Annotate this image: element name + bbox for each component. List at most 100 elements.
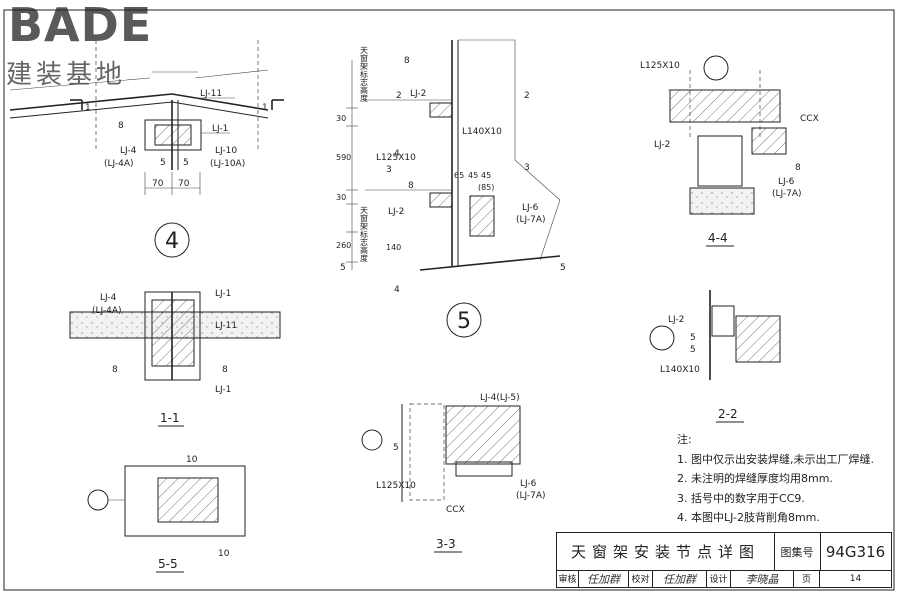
note-4: 4. 本图中LJ-2肢背削角8mm. bbox=[677, 511, 820, 524]
section-mark-4-bottom: 4 bbox=[394, 285, 400, 295]
weld-size-8-c: 8 bbox=[222, 365, 228, 375]
label-lj2-44: LJ-2 bbox=[654, 140, 670, 150]
label-lj2-lower: LJ-2 bbox=[388, 207, 404, 217]
section-title-3-3: 3-3 bbox=[436, 537, 456, 551]
label-l125-33: L125X10 bbox=[376, 481, 416, 491]
elevation-note-top: 天窗架标志高度 bbox=[360, 46, 369, 103]
check-label: 校对 bbox=[629, 570, 653, 587]
page-number: 14 bbox=[849, 573, 862, 584]
note-2: 2. 未注明的焊缝厚度均用8mm. bbox=[677, 472, 833, 485]
label-lj7a-44: (LJ-7A) bbox=[772, 189, 802, 199]
design-label: 设计 bbox=[707, 570, 731, 587]
section-3-3: 5 LJ-4(LJ-5) L125X10 LJ-6 (LJ-7A) CCX 3-… bbox=[361, 393, 546, 553]
dim-30-upper: 30 bbox=[336, 114, 346, 123]
label-lj4-lj5: LJ-4(LJ-5) bbox=[480, 393, 520, 403]
note-1: 1. 图中仅示出安装焊缝,未示出工厂焊缝. bbox=[677, 452, 874, 466]
atlas-number-label: 图集号 bbox=[774, 533, 821, 571]
label-l140-center: L140X10 bbox=[462, 127, 502, 137]
view-number-4: 4 bbox=[165, 229, 179, 254]
weld-size-10-bottom: 10 bbox=[218, 549, 230, 559]
label-lj2-22: LJ-2 bbox=[668, 315, 684, 325]
label-l140-22: L140X10 bbox=[660, 365, 700, 375]
section-1-1: LJ-4 (LJ-4A) LJ-1 LJ-11 LJ-1 8 8 1-1 bbox=[69, 289, 281, 427]
dim-5-33: 5 bbox=[393, 443, 399, 453]
label-lj4a-1-1: (LJ-4A) bbox=[92, 306, 122, 316]
design-signature: 李晓晶 bbox=[731, 570, 794, 587]
section-mark-3-left: 3 bbox=[386, 165, 392, 175]
dim-5-b: 5 bbox=[183, 158, 189, 168]
drawing-title: 天窗架安装节点详图 bbox=[557, 533, 775, 571]
dim-30-lower: 30 bbox=[336, 193, 346, 202]
section-mark-1-left: 1 bbox=[85, 103, 91, 113]
label-lj10a: (LJ-10A) bbox=[210, 159, 245, 169]
label-lj6-33: LJ-6 bbox=[520, 479, 537, 489]
general-notes: 注: 1. 图中仅示出安装焊缝,未示出工厂焊缝. 2. 未注明的焊缝厚度均用8m… bbox=[677, 430, 892, 528]
section-4-4: L125X10 LJ-2 CCX 8 LJ-6 (LJ-7A) 4-4 bbox=[640, 55, 819, 247]
atlas-number: 94G316 bbox=[820, 533, 891, 571]
approval-row: 审核 任加群 校对 任加群 设计 李晓晶 页 14 bbox=[557, 570, 891, 587]
dim-70-b: 70 bbox=[178, 179, 190, 189]
dim-70-a: 70 bbox=[152, 179, 164, 189]
section-title-5-5: 5-5 bbox=[158, 557, 178, 571]
review-signature: 任加群 bbox=[579, 570, 629, 587]
weld-size-8-d: 8 bbox=[404, 56, 410, 66]
logo-chinese: 建装基地 bbox=[6, 60, 127, 90]
section-title-2-2: 2-2 bbox=[718, 407, 738, 421]
section-mark-1-right: 1 bbox=[262, 103, 268, 113]
label-lj1-1-1-bottom: LJ-1 bbox=[215, 385, 231, 395]
dim-45-b: 45 bbox=[481, 171, 491, 180]
label-lj4-1-1: LJ-4 bbox=[100, 293, 117, 303]
dim-65: 65 bbox=[454, 171, 464, 180]
label-lj7a-center: (LJ-7A) bbox=[516, 215, 546, 225]
dim-590: 590 bbox=[336, 153, 351, 162]
section-title-4-4: 4-4 bbox=[708, 231, 728, 245]
check-signature: 任加群 bbox=[653, 570, 707, 587]
weld-size-10-top: 10 bbox=[186, 455, 198, 465]
dim-85: (85) bbox=[478, 183, 494, 192]
label-lj10: LJ-10 bbox=[215, 146, 237, 156]
detail-4: 1 1 LJ-11 LJ-1 8 LJ-4 (LJ-4A) LJ-10 (LJ-… bbox=[9, 40, 284, 258]
label-lj2-upper: LJ-2 bbox=[410, 89, 426, 99]
section-2-2: LJ-2 5 5 L140X10 2-2 bbox=[649, 290, 781, 423]
label-lj4-top: LJ-4 bbox=[120, 146, 137, 156]
weld-size-8-b: 8 bbox=[112, 365, 118, 375]
detail-5: 30 590 30 260 140 天窗架标志高度 天窗架标志高度 2 2 3 … bbox=[336, 39, 566, 338]
dim-5-a: 5 bbox=[160, 158, 166, 168]
dim-5-22-a: 5 bbox=[690, 333, 696, 343]
label-ccx-33: CCX bbox=[446, 505, 465, 515]
label-lj11-1-1: LJ-11 bbox=[215, 321, 237, 331]
label-ccx-44: CCX bbox=[800, 114, 819, 124]
dim-260: 260 bbox=[336, 241, 351, 250]
label-lj11-top: LJ-11 bbox=[200, 89, 222, 99]
notes-heading: 注: bbox=[677, 433, 692, 446]
dim-140: 140 bbox=[386, 243, 401, 252]
label-lj1-top: LJ-1 bbox=[212, 124, 228, 134]
label-lj6-center: LJ-6 bbox=[522, 203, 539, 213]
note-3: 3. 括号中的数字用于CC9. bbox=[677, 491, 805, 505]
dim-45-a: 45 bbox=[468, 171, 478, 180]
dim-5-22-b: 5 bbox=[690, 345, 696, 355]
weld-size-8-a: 8 bbox=[118, 121, 124, 131]
section-title-1-1: 1-1 bbox=[160, 411, 180, 425]
section-5-5: 10 10 5-5 bbox=[87, 455, 246, 573]
section-mark-5-left: 5 bbox=[340, 263, 346, 273]
section-mark-2-left: 2 bbox=[396, 91, 402, 101]
page-label: 页 bbox=[794, 570, 820, 587]
label-lj1-1-1-top: LJ-1 bbox=[215, 289, 231, 299]
section-mark-5-right: 5 bbox=[560, 263, 566, 273]
review-label: 审核 bbox=[557, 570, 579, 587]
label-l125-center: L125X10 bbox=[376, 153, 416, 163]
weld-size-8-e: 8 bbox=[408, 181, 414, 191]
label-l125-44: L125X10 bbox=[640, 61, 680, 71]
title-block: 天窗架安装节点详图 图集号 94G316 审核 任加群 校对 任加群 设计 李晓… bbox=[556, 532, 892, 588]
section-mark-3-right: 3 bbox=[524, 163, 530, 173]
label-lj6-44: LJ-6 bbox=[778, 177, 795, 187]
label-lj7a-33: (LJ-7A) bbox=[516, 491, 546, 501]
sheet-border bbox=[3, 9, 895, 591]
weld-size-8-f: 8 bbox=[795, 163, 801, 173]
view-number-5: 5 bbox=[457, 309, 471, 334]
label-lj4a-top: (LJ-4A) bbox=[104, 159, 134, 169]
elevation-note-bottom: 天窗架标志高度 bbox=[360, 206, 369, 263]
